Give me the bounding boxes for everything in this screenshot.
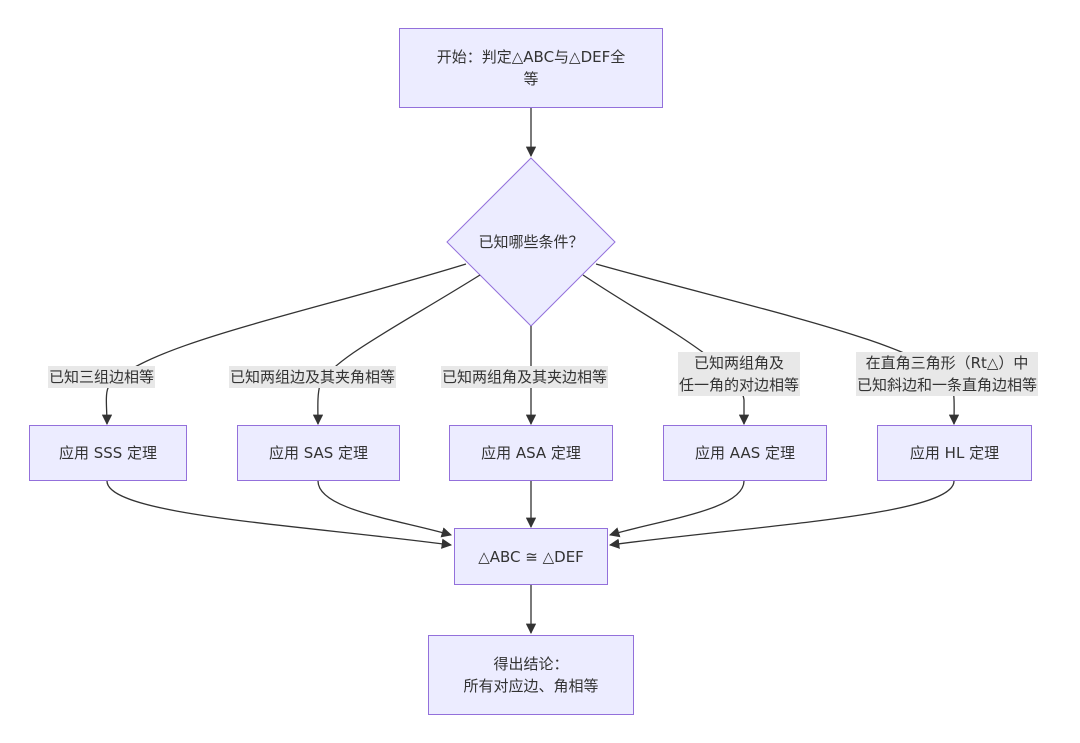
edge-hl-congruent (608, 480, 955, 549)
conclusion-node: 得出结论： 所有对应边、角相等 (428, 635, 634, 715)
edge-label-sss: 已知三组边相等 (48, 366, 156, 388)
edge-aas-congruent (609, 480, 745, 538)
edge-label-asa: 已知两组角及其夹边相等 (441, 366, 609, 388)
sss-theorem-node: 应用 SSS 定理 (29, 425, 187, 481)
decision-node: 已知哪些条件？ (478, 233, 584, 251)
hl-theorem-node: 应用 HL 定理 (877, 425, 1032, 481)
edge-label-aas: 已知两组角及 任一角的对边相等 (678, 352, 801, 396)
congruent-node: △ABC ≅ △DEF (454, 528, 608, 585)
aas-theorem-node: 应用 AAS 定理 (663, 425, 827, 481)
edge-label-hl: 在直角三角形（Rt△）中 已知斜边和一条直角边相等 (856, 352, 1039, 396)
edge-decision-sss (101, 263, 467, 426)
start-node: 开始：判定△ABC与△DEF全 等 (399, 28, 663, 108)
edge-sss-congruent (106, 480, 453, 549)
edge-label-sas: 已知两组边及其夹角相等 (229, 366, 397, 388)
edge-decision-sas (312, 274, 481, 426)
edge-sas-congruent (317, 480, 452, 538)
edge-decision-hl (595, 263, 960, 426)
sas-theorem-node: 应用 SAS 定理 (237, 425, 400, 481)
asa-theorem-node: 应用 ASA 定理 (449, 425, 613, 481)
